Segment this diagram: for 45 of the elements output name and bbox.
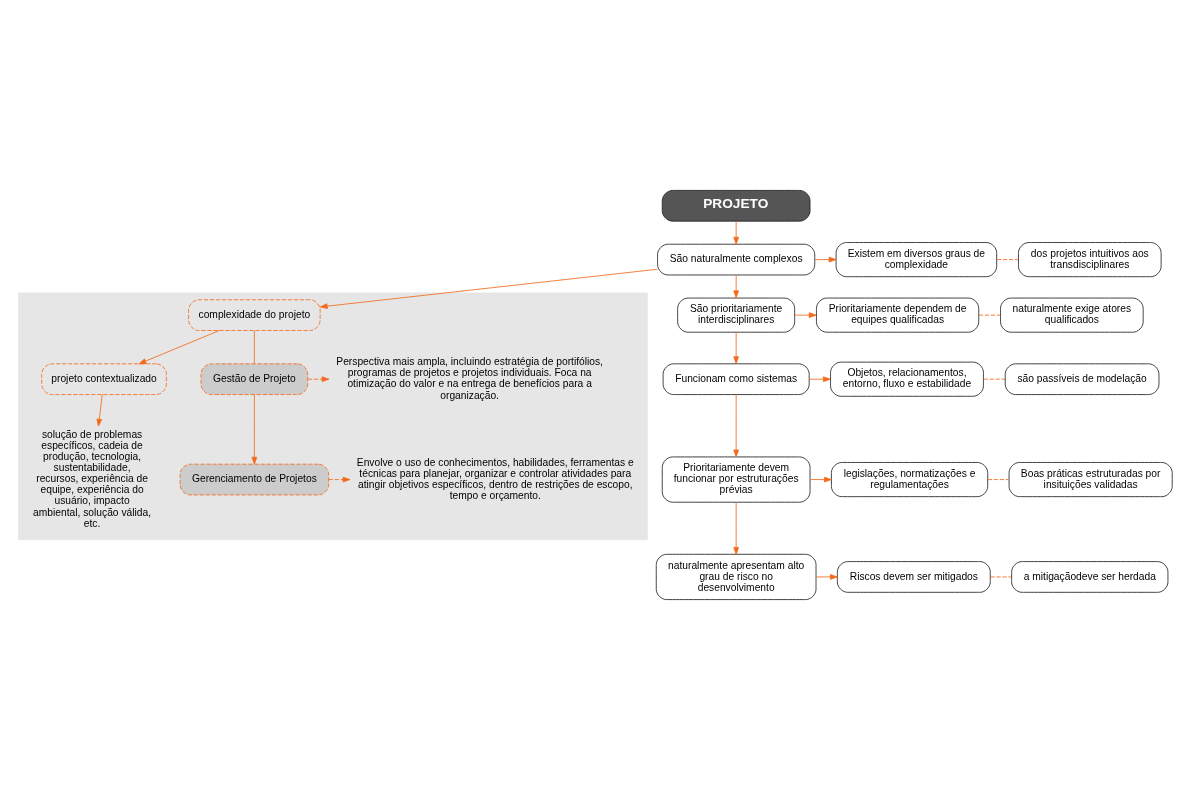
node-box: São naturalmente complexos: [657, 243, 816, 276]
arrow: [733, 274, 739, 299]
arrow: [733, 221, 739, 245]
node-text: solução de problemas específicos, cadeia de produção, tecnologia, sustentabilidade, recursos, experiência de equipe, experiência do usuário, impacto ambiental, solução válida, etc.: [33, 428, 152, 529]
arrow: [733, 501, 739, 555]
node-text: Perspectiva mais ampla, incluindo estratégia de portifólios, programas de projetos e projetos individuais. Foca na otimização do valor e na entrega de benefícios para a organização.: [336, 356, 603, 401]
node-box: a mitigaçãodeve ser herdada: [1011, 561, 1169, 593]
arrow: [733, 394, 739, 458]
arrow: [809, 476, 832, 483]
node-box: legislações, normatizações e regulamentações: [830, 462, 989, 498]
arrow: [794, 312, 817, 318]
node-box: Boas práticas estruturadas por insituições validadas: [1008, 462, 1173, 498]
arrow: [307, 376, 330, 382]
node-box: projeto contextualizado: [41, 363, 167, 395]
node-box: Gestão de Projeto: [200, 363, 309, 395]
node-box: São prioritariamente interdisciplinares: [677, 297, 796, 333]
arrow: [808, 376, 831, 382]
connector: [983, 378, 1006, 380]
node-box: Gerenciamento de Projetos: [179, 463, 330, 496]
node-box: Riscos devem ser mitigados: [836, 561, 991, 593]
node-box: complexidade do projeto: [188, 299, 321, 331]
arrow: [733, 331, 739, 364]
arrow: [251, 394, 258, 465]
node-box: Existem em diversos graus de complexidade: [835, 242, 998, 278]
arrow: [328, 476, 351, 483]
connector: [253, 330, 255, 365]
arrow: [815, 574, 838, 580]
connector: [978, 314, 1001, 316]
arrow: [138, 330, 220, 365]
node-box: Prioritariamente devem funcionar por estruturações prévias: [661, 456, 811, 503]
node-box: Prioritariamente dependem de equipes qualificadas: [816, 297, 980, 333]
node-text: Envolve o uso de conhecimentos, habilidades, ferramentas e técnicas para planejar, organizar e controlar atividades para atingir objetivos específicos, dentro de restrições de escopo, tempo e orçamento.: [356, 456, 634, 501]
node-box: Objetos, relacionamentos, entorno, fluxo e estabilidade: [830, 361, 984, 397]
node-box: naturalmente exige atores qualificados: [1000, 297, 1144, 333]
node-box: PROJETO: [661, 190, 811, 222]
node-box: naturalmente apresentam alto grau de risco no desenvolvimento: [655, 553, 817, 600]
node-box: dos projetos intuitivos aos transdisciplinares: [1018, 242, 1162, 278]
arrow: [814, 256, 837, 263]
connector: [987, 479, 1010, 480]
node-box: são passíveis de modelação: [1004, 363, 1160, 395]
arrow: [96, 394, 103, 427]
cluster: [18, 292, 648, 541]
arrow: [319, 268, 658, 309]
connector: [996, 259, 1019, 261]
node-box: Funcionam como sistemas: [662, 363, 810, 395]
